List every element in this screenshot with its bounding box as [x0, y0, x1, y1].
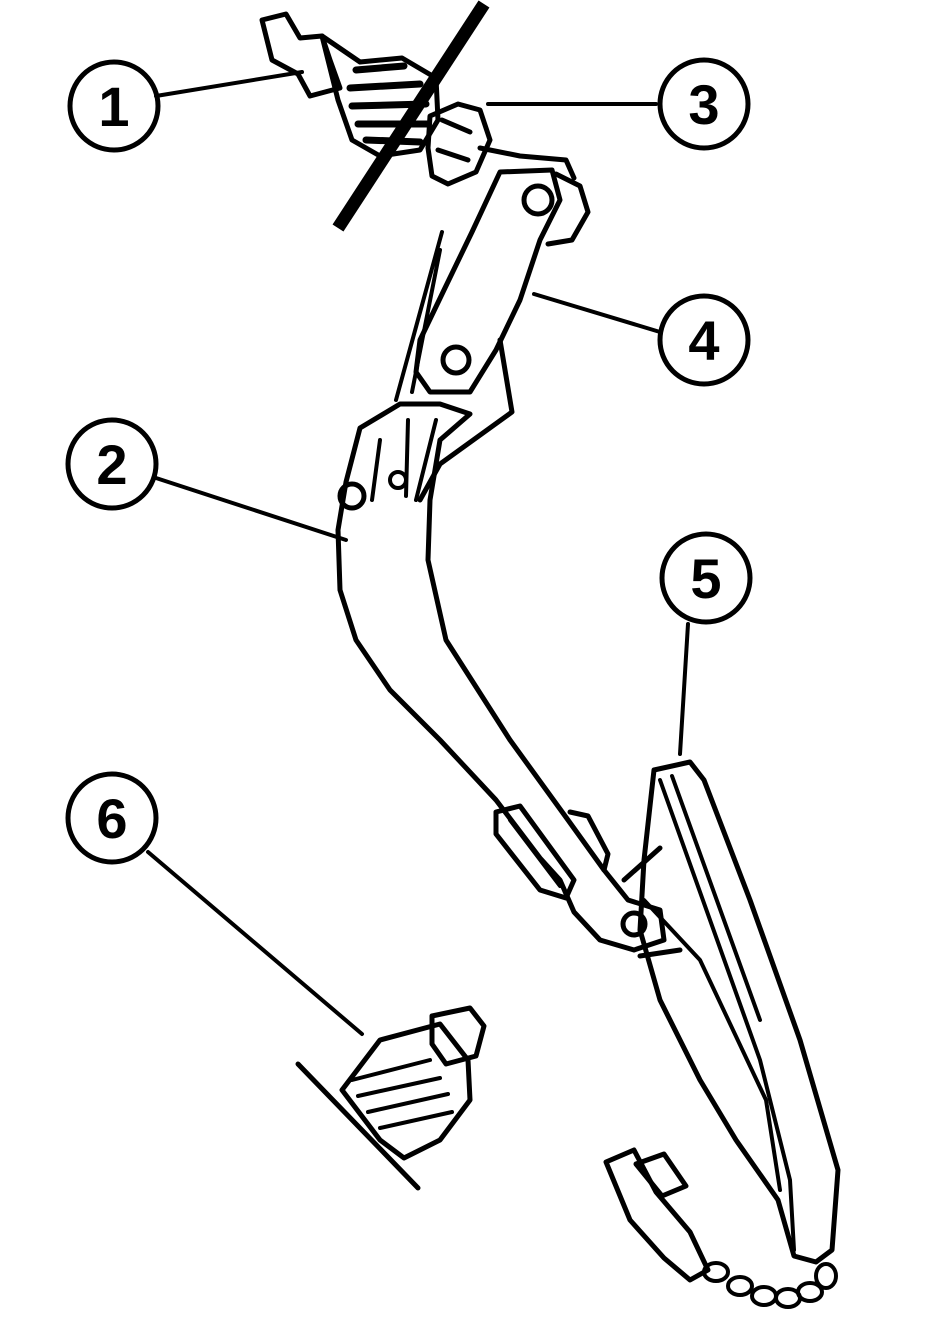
firewall-line [332, 0, 490, 232]
pedal-chain [702, 1261, 838, 1309]
pedal-pad [603, 1147, 711, 1283]
callout-1: 1 [67, 59, 161, 153]
pedal-lower-arm [621, 759, 841, 1265]
callout-6: 6 [65, 771, 159, 865]
leader-lines [146, 70, 690, 1036]
stop-lamp-switch [259, 11, 577, 187]
callout-4: 4 [657, 293, 751, 387]
callout-2-label: 2 [96, 433, 127, 496]
callout-1-label: 1 [98, 75, 129, 138]
callout-2: 2 [65, 417, 159, 511]
callout-4-label: 4 [688, 309, 719, 372]
pedal-arm [335, 401, 667, 953]
pedal-stop-detail [295, 1005, 487, 1191]
pushrod-clevis [394, 167, 591, 503]
callout-5: 5 [659, 531, 753, 625]
callout-5-label: 5 [690, 547, 721, 610]
callout-3-label: 3 [688, 73, 719, 136]
callout-6-label: 6 [96, 787, 127, 850]
callout-3: 3 [657, 57, 751, 151]
